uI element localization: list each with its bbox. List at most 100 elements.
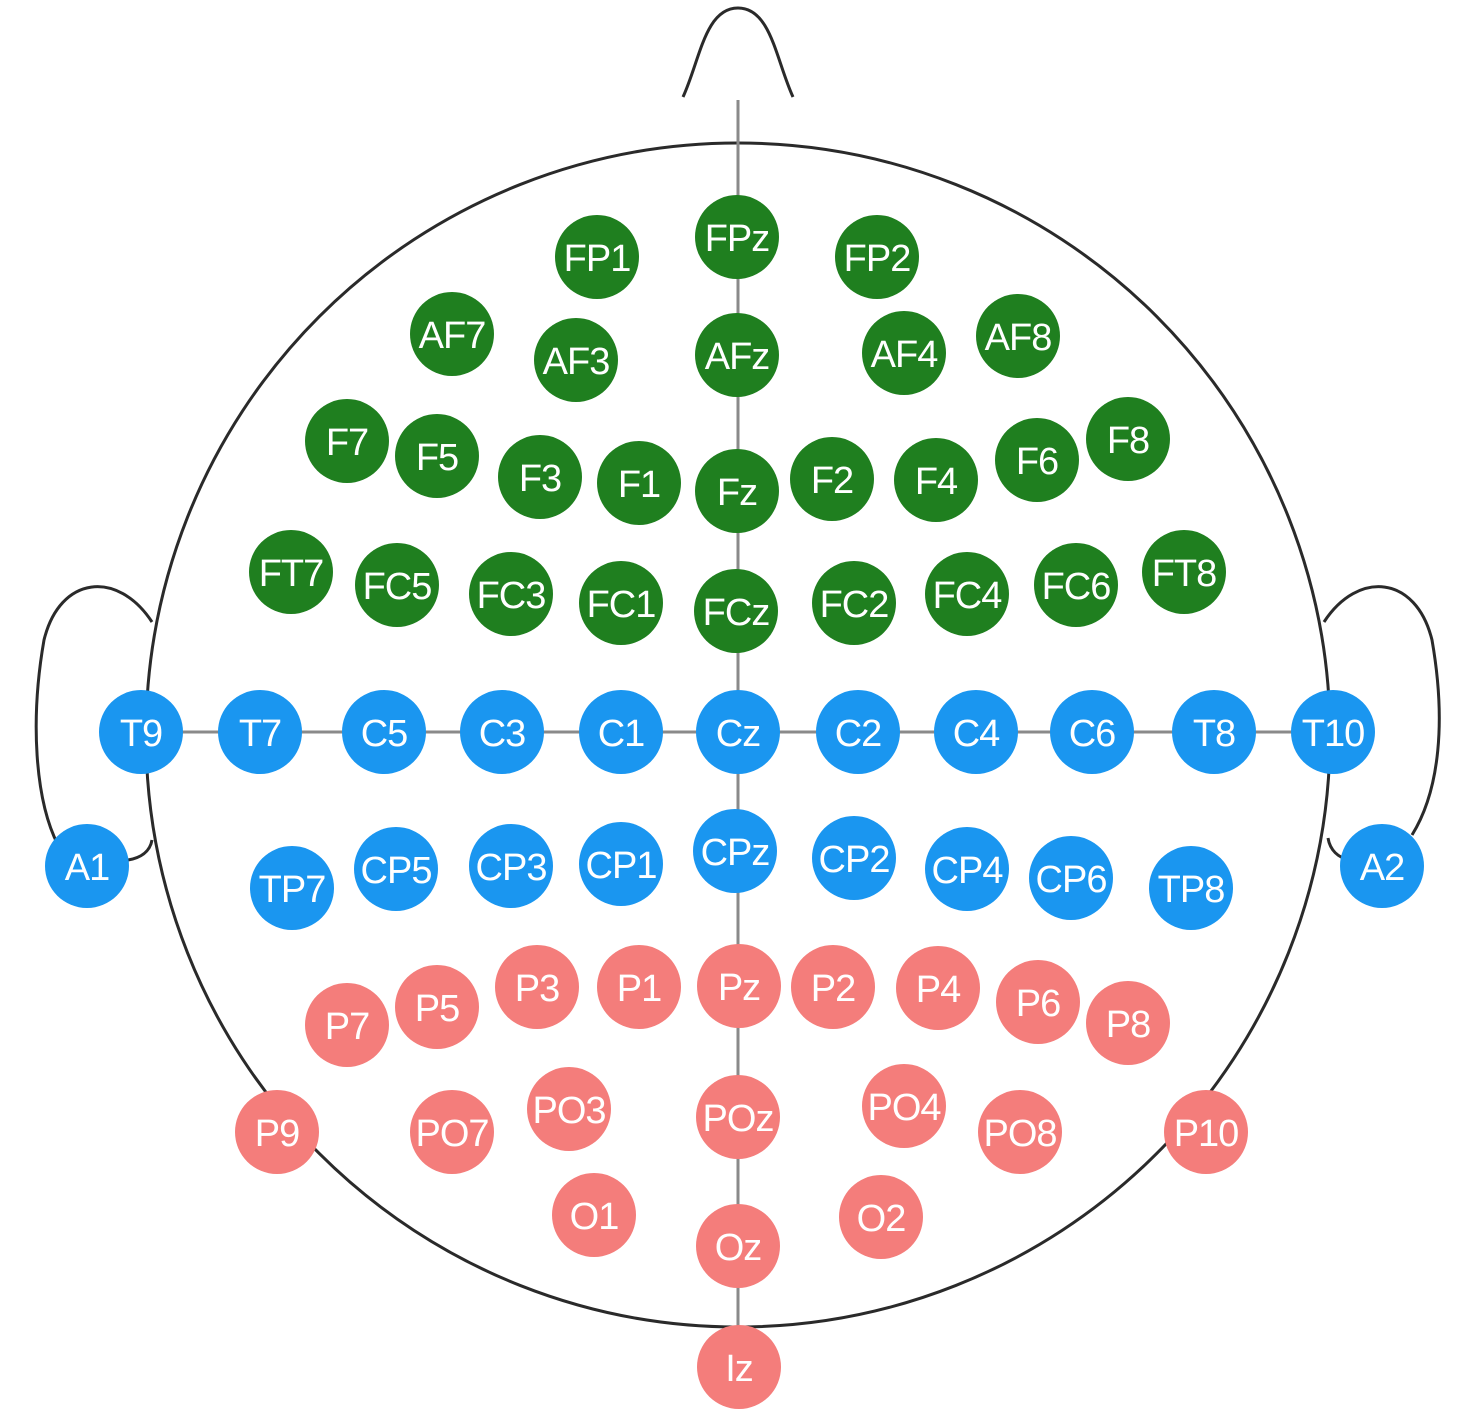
electrode-afz: AFz bbox=[695, 313, 779, 397]
electrode-tp7: TP7 bbox=[250, 846, 334, 930]
electrode-dot bbox=[1050, 690, 1134, 774]
electrode-ft8: FT8 bbox=[1142, 530, 1226, 614]
electrode-dot bbox=[695, 313, 779, 397]
electrode-label: PO4 bbox=[867, 1087, 941, 1129]
electrode-label: T9 bbox=[120, 713, 162, 755]
electrode-po8: PO8 bbox=[978, 1090, 1062, 1174]
electrode-ft7: FT7 bbox=[249, 530, 333, 614]
electrode-dot bbox=[305, 983, 389, 1067]
electrode-cp4: CP4 bbox=[925, 827, 1009, 911]
electrode-label: FT8 bbox=[1152, 553, 1217, 595]
electrode-fpz: FPz bbox=[695, 195, 779, 279]
electrode-a1: A1 bbox=[45, 824, 129, 908]
electrode-label: P8 bbox=[1106, 1004, 1150, 1046]
electrode-dot bbox=[694, 569, 778, 653]
electrode-dot bbox=[697, 1325, 781, 1409]
electrode-label: FC1 bbox=[587, 584, 656, 626]
electrode-c3: C3 bbox=[460, 690, 544, 774]
electrode-dot bbox=[342, 690, 426, 774]
electrode-label: PO7 bbox=[415, 1113, 488, 1155]
electrode-label: A2 bbox=[1360, 847, 1404, 889]
electrode-dot bbox=[395, 965, 479, 1049]
electrode-fc2: FC2 bbox=[812, 561, 896, 645]
electrode-dot bbox=[697, 944, 781, 1028]
electrode-t9: T9 bbox=[99, 690, 183, 774]
left-ear-lobe bbox=[127, 839, 154, 862]
electrode-dot bbox=[469, 552, 553, 636]
electrode-label: FCz bbox=[703, 592, 770, 634]
electrode-cp5: CP5 bbox=[354, 827, 438, 911]
electrode-t8: T8 bbox=[1172, 690, 1256, 774]
electrode-dot bbox=[894, 438, 978, 522]
electrode-fp2: FP2 bbox=[835, 215, 919, 299]
electrode-label: C1 bbox=[598, 713, 645, 755]
electrode-label: P9 bbox=[255, 1113, 299, 1155]
electrode-dot bbox=[249, 530, 333, 614]
electrode-fcz: FCz bbox=[694, 569, 778, 653]
electrode-label: F8 bbox=[1107, 420, 1149, 462]
electrode-dot bbox=[1086, 981, 1170, 1065]
electrode-f7: F7 bbox=[305, 399, 389, 483]
electrode-label: PO3 bbox=[532, 1090, 605, 1132]
electrode-label: F6 bbox=[1016, 441, 1058, 483]
electrode-f1: F1 bbox=[597, 441, 681, 525]
electrode-dot bbox=[1172, 690, 1256, 774]
electrode-dot bbox=[812, 561, 896, 645]
electrode-dot bbox=[579, 561, 663, 645]
electrode-dot bbox=[1029, 836, 1113, 920]
electrode-label: P1 bbox=[617, 968, 661, 1010]
electrode-p7: P7 bbox=[305, 983, 389, 1067]
nose bbox=[681, 6, 795, 98]
electrode-o1: O1 bbox=[552, 1173, 636, 1257]
electrode-fc3: FC3 bbox=[469, 552, 553, 636]
electrode-dot bbox=[696, 690, 780, 774]
electrode-label: FPz bbox=[705, 218, 770, 260]
electrode-dot bbox=[579, 690, 663, 774]
electrode-dot bbox=[862, 311, 946, 395]
electrode-label: Iz bbox=[725, 1348, 753, 1390]
electrode-dot bbox=[1149, 846, 1233, 930]
electrode-af8: AF8 bbox=[976, 294, 1060, 378]
electrode-dot bbox=[218, 690, 302, 774]
electrode-dot bbox=[976, 294, 1060, 378]
electrode-dot bbox=[250, 846, 334, 930]
electrode-label: C2 bbox=[835, 713, 882, 755]
electrode-tp8: TP8 bbox=[1149, 846, 1233, 930]
electrode-label: CP1 bbox=[586, 845, 657, 887]
electrode-dot bbox=[862, 1064, 946, 1148]
right-ear bbox=[1322, 585, 1441, 836]
electrode-label: O2 bbox=[857, 1198, 906, 1240]
electrode-label: AF8 bbox=[985, 317, 1052, 359]
electrode-dot bbox=[925, 552, 1009, 636]
electrode-c4: C4 bbox=[934, 690, 1018, 774]
electrode-dot bbox=[495, 945, 579, 1029]
electrode-fc6: FC6 bbox=[1034, 543, 1118, 627]
electrode-dot bbox=[1164, 1090, 1248, 1174]
electrode-dot bbox=[1086, 397, 1170, 481]
electrode-dot bbox=[925, 827, 1009, 911]
electrode-dot bbox=[354, 827, 438, 911]
electrode-label: T7 bbox=[239, 713, 281, 755]
electrode-label: CP5 bbox=[361, 850, 432, 892]
electrode-c1: C1 bbox=[579, 690, 663, 774]
electrode-dot bbox=[978, 1090, 1062, 1174]
electrode-label: F1 bbox=[618, 464, 660, 506]
electrode-label: PO8 bbox=[983, 1113, 1056, 1155]
electrode-label: CP6 bbox=[1036, 859, 1107, 901]
electrode-dot bbox=[45, 824, 129, 908]
electrode-dot bbox=[790, 437, 874, 521]
electrode-label: CPz bbox=[701, 832, 770, 874]
electrode-dot bbox=[597, 945, 681, 1029]
electrode-dot bbox=[99, 690, 183, 774]
electrode-label: AF3 bbox=[543, 341, 610, 383]
electrode-fp1: FP1 bbox=[555, 215, 639, 299]
electrode-f8: F8 bbox=[1086, 397, 1170, 481]
electrode-c5: C5 bbox=[342, 690, 426, 774]
electrode-a2: A2 bbox=[1340, 824, 1424, 908]
electrode-dot bbox=[839, 1175, 923, 1259]
electrode-f6: F6 bbox=[995, 418, 1079, 502]
electrode-dot bbox=[1142, 530, 1226, 614]
electrode-af4: AF4 bbox=[862, 311, 946, 395]
electrode-label: CP3 bbox=[476, 847, 547, 889]
electrode-p10: P10 bbox=[1164, 1090, 1248, 1174]
